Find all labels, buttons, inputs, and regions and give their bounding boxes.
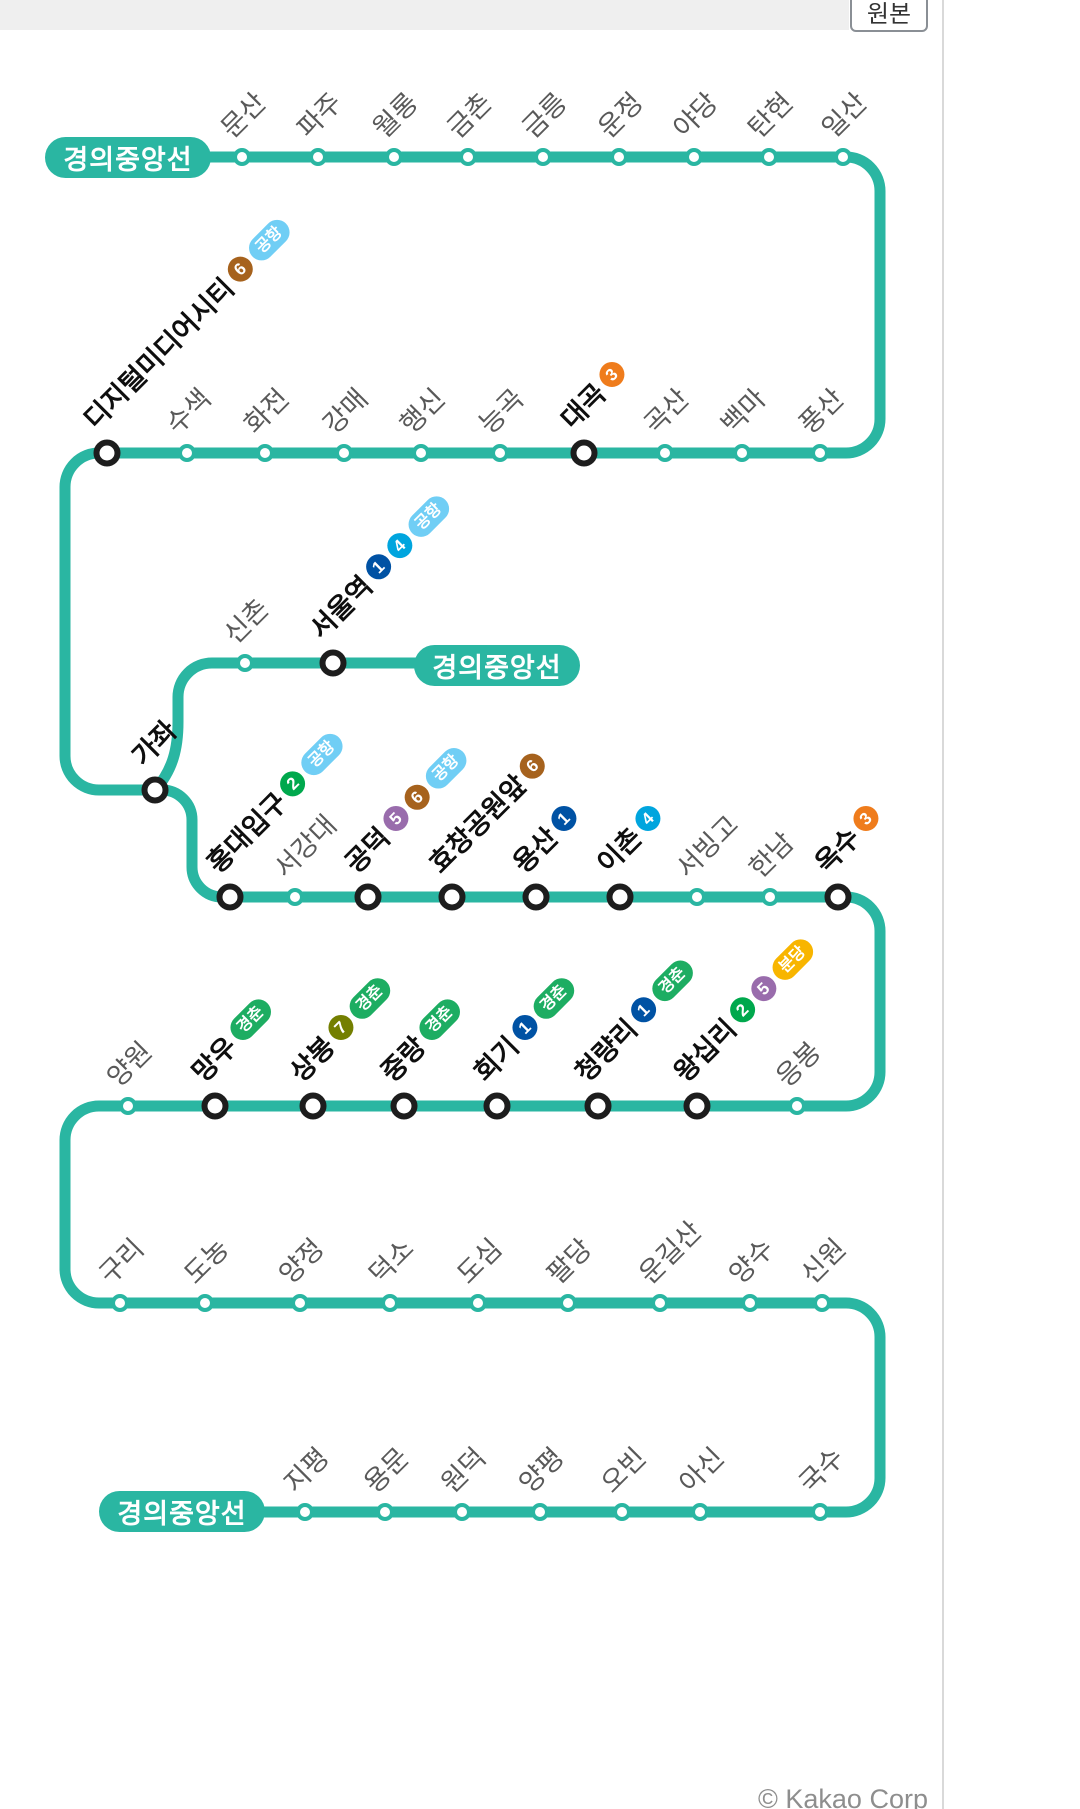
station-dot	[178, 444, 196, 462]
station-dot	[119, 1097, 137, 1115]
station-dot	[459, 148, 477, 166]
station-dot	[691, 1503, 709, 1521]
station-dot	[196, 1294, 214, 1312]
station-dot	[385, 148, 403, 166]
station-dot	[491, 444, 509, 462]
station-dot	[761, 888, 779, 906]
station-dot	[651, 1294, 669, 1312]
station-dot	[813, 1294, 831, 1312]
transfer-station-dot	[93, 439, 121, 467]
line-name-badge-middle: 경의중앙선	[414, 645, 580, 686]
station-dot	[469, 1294, 487, 1312]
station-dot	[286, 888, 304, 906]
station-dot	[788, 1097, 806, 1115]
station-dot	[656, 444, 674, 462]
station-dot	[811, 444, 829, 462]
copyright: © Kakao Corp	[758, 1784, 928, 1809]
line-path-branch	[149, 657, 424, 796]
station-dot	[309, 148, 327, 166]
station-dot	[811, 1503, 829, 1521]
station-dot	[412, 444, 430, 462]
station-dot	[685, 148, 703, 166]
transfer-station-dot	[606, 883, 634, 911]
transfer-station-dot	[216, 883, 244, 911]
transfer-station-dot	[824, 883, 852, 911]
station-dot	[335, 444, 353, 462]
page-top-strip	[0, 0, 849, 30]
line-name-badge-top: 경의중앙선	[45, 137, 211, 178]
transfer-station-dot	[201, 1092, 229, 1120]
station-dot	[376, 1503, 394, 1521]
station-dot	[688, 888, 706, 906]
station-dot	[233, 148, 251, 166]
transfer-station-dot	[683, 1092, 711, 1120]
station-dot	[613, 1503, 631, 1521]
station-dot	[534, 148, 552, 166]
transfer-station-dot	[390, 1092, 418, 1120]
station-dot	[256, 444, 274, 462]
station-dot	[296, 1503, 314, 1521]
station-dot	[741, 1294, 759, 1312]
transfer-station-dot	[319, 649, 347, 677]
transfer-station-dot	[141, 776, 169, 804]
station-dot	[610, 148, 628, 166]
station-dot	[111, 1294, 129, 1312]
transfer-station-dot	[354, 883, 382, 911]
station-dot	[381, 1294, 399, 1312]
transfer-station-dot	[570, 439, 598, 467]
original-button[interactable]: 원본	[850, 0, 928, 32]
transfer-station-dot	[483, 1092, 511, 1120]
station-dot	[559, 1294, 577, 1312]
station-dot	[291, 1294, 309, 1312]
station-dot	[531, 1503, 549, 1521]
station-dot	[733, 444, 751, 462]
transfer-station-dot	[299, 1092, 327, 1120]
station-dot	[236, 654, 254, 672]
page-right-divider	[942, 0, 944, 1809]
line-name-badge-bottom: 경의중앙선	[99, 1491, 265, 1532]
transfer-station-dot	[584, 1092, 612, 1120]
station-dot	[760, 148, 778, 166]
transfer-station-dot	[438, 883, 466, 911]
transfer-station-dot	[522, 883, 550, 911]
station-dot	[453, 1503, 471, 1521]
station-dot	[834, 148, 852, 166]
